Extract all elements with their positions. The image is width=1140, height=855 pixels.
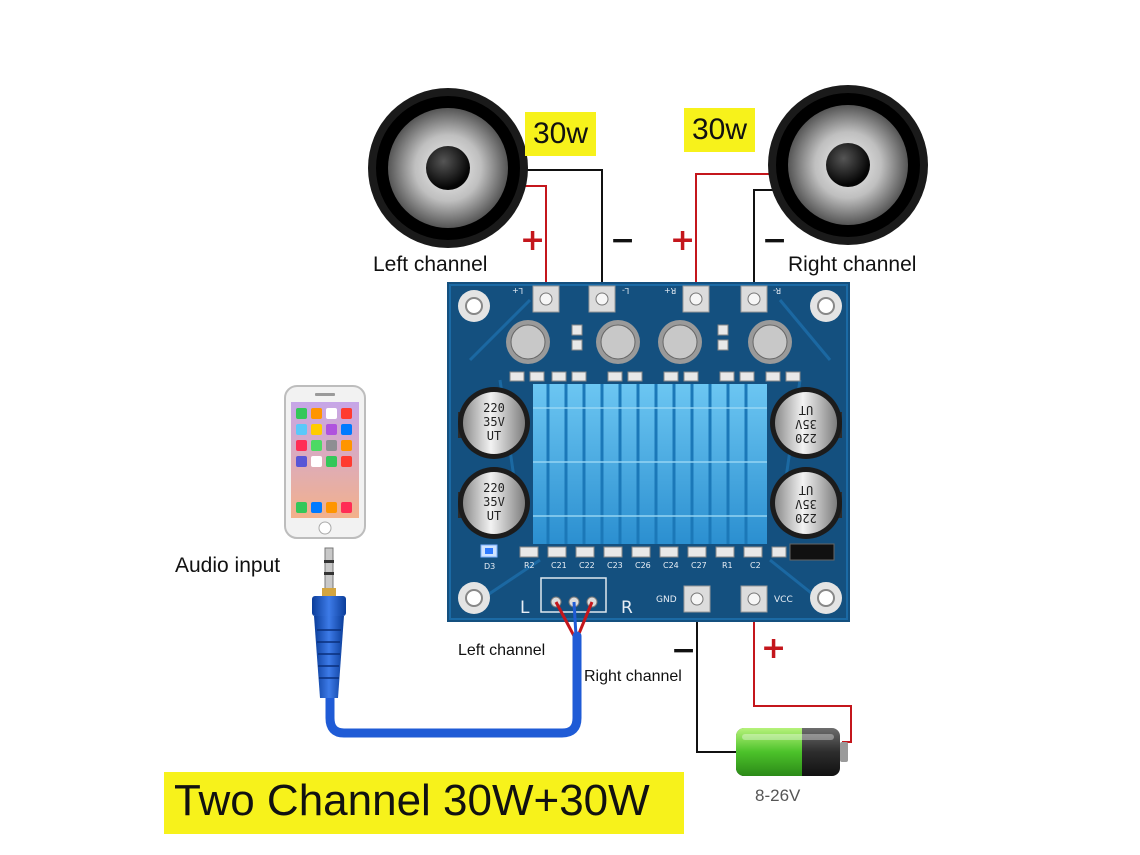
terminal-l-minus-label: L- (622, 286, 630, 295)
input-r-mark: R (621, 598, 633, 618)
left-speaker (368, 88, 528, 248)
right-positive-wire (695, 173, 786, 288)
right-speaker (768, 85, 928, 245)
left-channel-label: Left channel (373, 253, 488, 276)
ic-chip (789, 543, 835, 561)
component-label-c23: C23 (607, 561, 623, 570)
led-label: D3 (484, 562, 496, 571)
input-left-channel-label: Left channel (458, 642, 546, 659)
cap-br-voltage: 35V (795, 497, 817, 511)
left-power-badge: 30w (525, 112, 597, 156)
power-terminals (683, 585, 768, 613)
mounting-holes (458, 290, 842, 614)
input-l-mark: L (520, 598, 530, 618)
component-label-c2: C2 (750, 561, 761, 570)
vcc-plus-sign: + (761, 631, 787, 666)
vcc-wire (753, 612, 852, 743)
terminal-r-plus-label: R+ (664, 286, 677, 295)
app-icons (296, 408, 352, 513)
terminal-gnd-label: GND (656, 595, 677, 605)
cap-tl-value: 220 (483, 401, 505, 415)
audio-cable (325, 631, 582, 738)
gnd-minus-sign: − (671, 633, 697, 668)
audio-jack (312, 547, 346, 698)
heatsink (533, 384, 767, 544)
right-plus-sign: + (670, 223, 696, 258)
input-ground-wire (572, 601, 578, 637)
page-title: Two Channel 30W+30W (174, 776, 650, 825)
cap-tl-voltage: 35V (483, 415, 505, 429)
battery-voltage-label: 8-26V (755, 786, 801, 805)
input-wires (554, 601, 594, 637)
left-negative-wire (505, 169, 603, 288)
audio-input-label: Audio input (175, 554, 281, 577)
capacitor-top-right (770, 387, 842, 459)
terminal-l-plus-label: L+ (512, 286, 524, 295)
input-right-channel-label: Right channel (584, 668, 682, 685)
component-label-c22: C22 (579, 561, 595, 570)
component-label-r1: R1 (722, 561, 733, 570)
component-label-r2: R2 (524, 561, 535, 570)
cap-bl-brand: UT (487, 509, 501, 523)
right-power-badge: 30w (684, 108, 756, 152)
terminal-vcc-label: VCC (774, 595, 793, 605)
cap-bl-value: 220 (483, 481, 505, 495)
amplifier-board: 220 35V UT 220 35V UT 220 35V UT 220 35V… (447, 282, 850, 622)
cap-tr-value: 220 (795, 431, 817, 445)
title-highlight (164, 772, 684, 834)
component-label-c27: C27 (691, 561, 707, 570)
terminal-r-minus-label: R- (773, 286, 782, 295)
gnd-wire (696, 612, 738, 753)
component-label-c21: C21 (551, 561, 567, 570)
speaker-terminals (532, 285, 768, 313)
left-plus-sign: + (520, 223, 546, 258)
right-minus-sign: − (762, 223, 788, 258)
left-minus-sign: − (610, 223, 636, 258)
cap-tr-brand: UT (799, 403, 813, 417)
capacitor-bottom-right (770, 467, 842, 539)
cap-tr-voltage: 35V (795, 417, 817, 431)
battery (736, 728, 848, 776)
inductors (506, 320, 792, 364)
input-left-wire (554, 601, 576, 637)
cap-br-value: 220 (795, 511, 817, 525)
power-led (480, 544, 498, 558)
input-right-wire (576, 601, 594, 637)
capacitor-top-left (458, 387, 530, 459)
cap-br-brand: UT (799, 483, 813, 497)
capacitor-bottom-left (458, 467, 530, 539)
component-label-c24: C24 (663, 561, 679, 570)
component-label-c26: C26 (635, 561, 651, 570)
right-channel-label: Right channel (788, 253, 917, 276)
cap-bl-voltage: 35V (483, 495, 505, 509)
smartphone (284, 385, 366, 539)
smd-components (509, 324, 801, 558)
cap-tl-brand: UT (487, 429, 501, 443)
capacitors: 220 35V UT 220 35V UT 220 35V UT 220 35V… (458, 387, 842, 539)
